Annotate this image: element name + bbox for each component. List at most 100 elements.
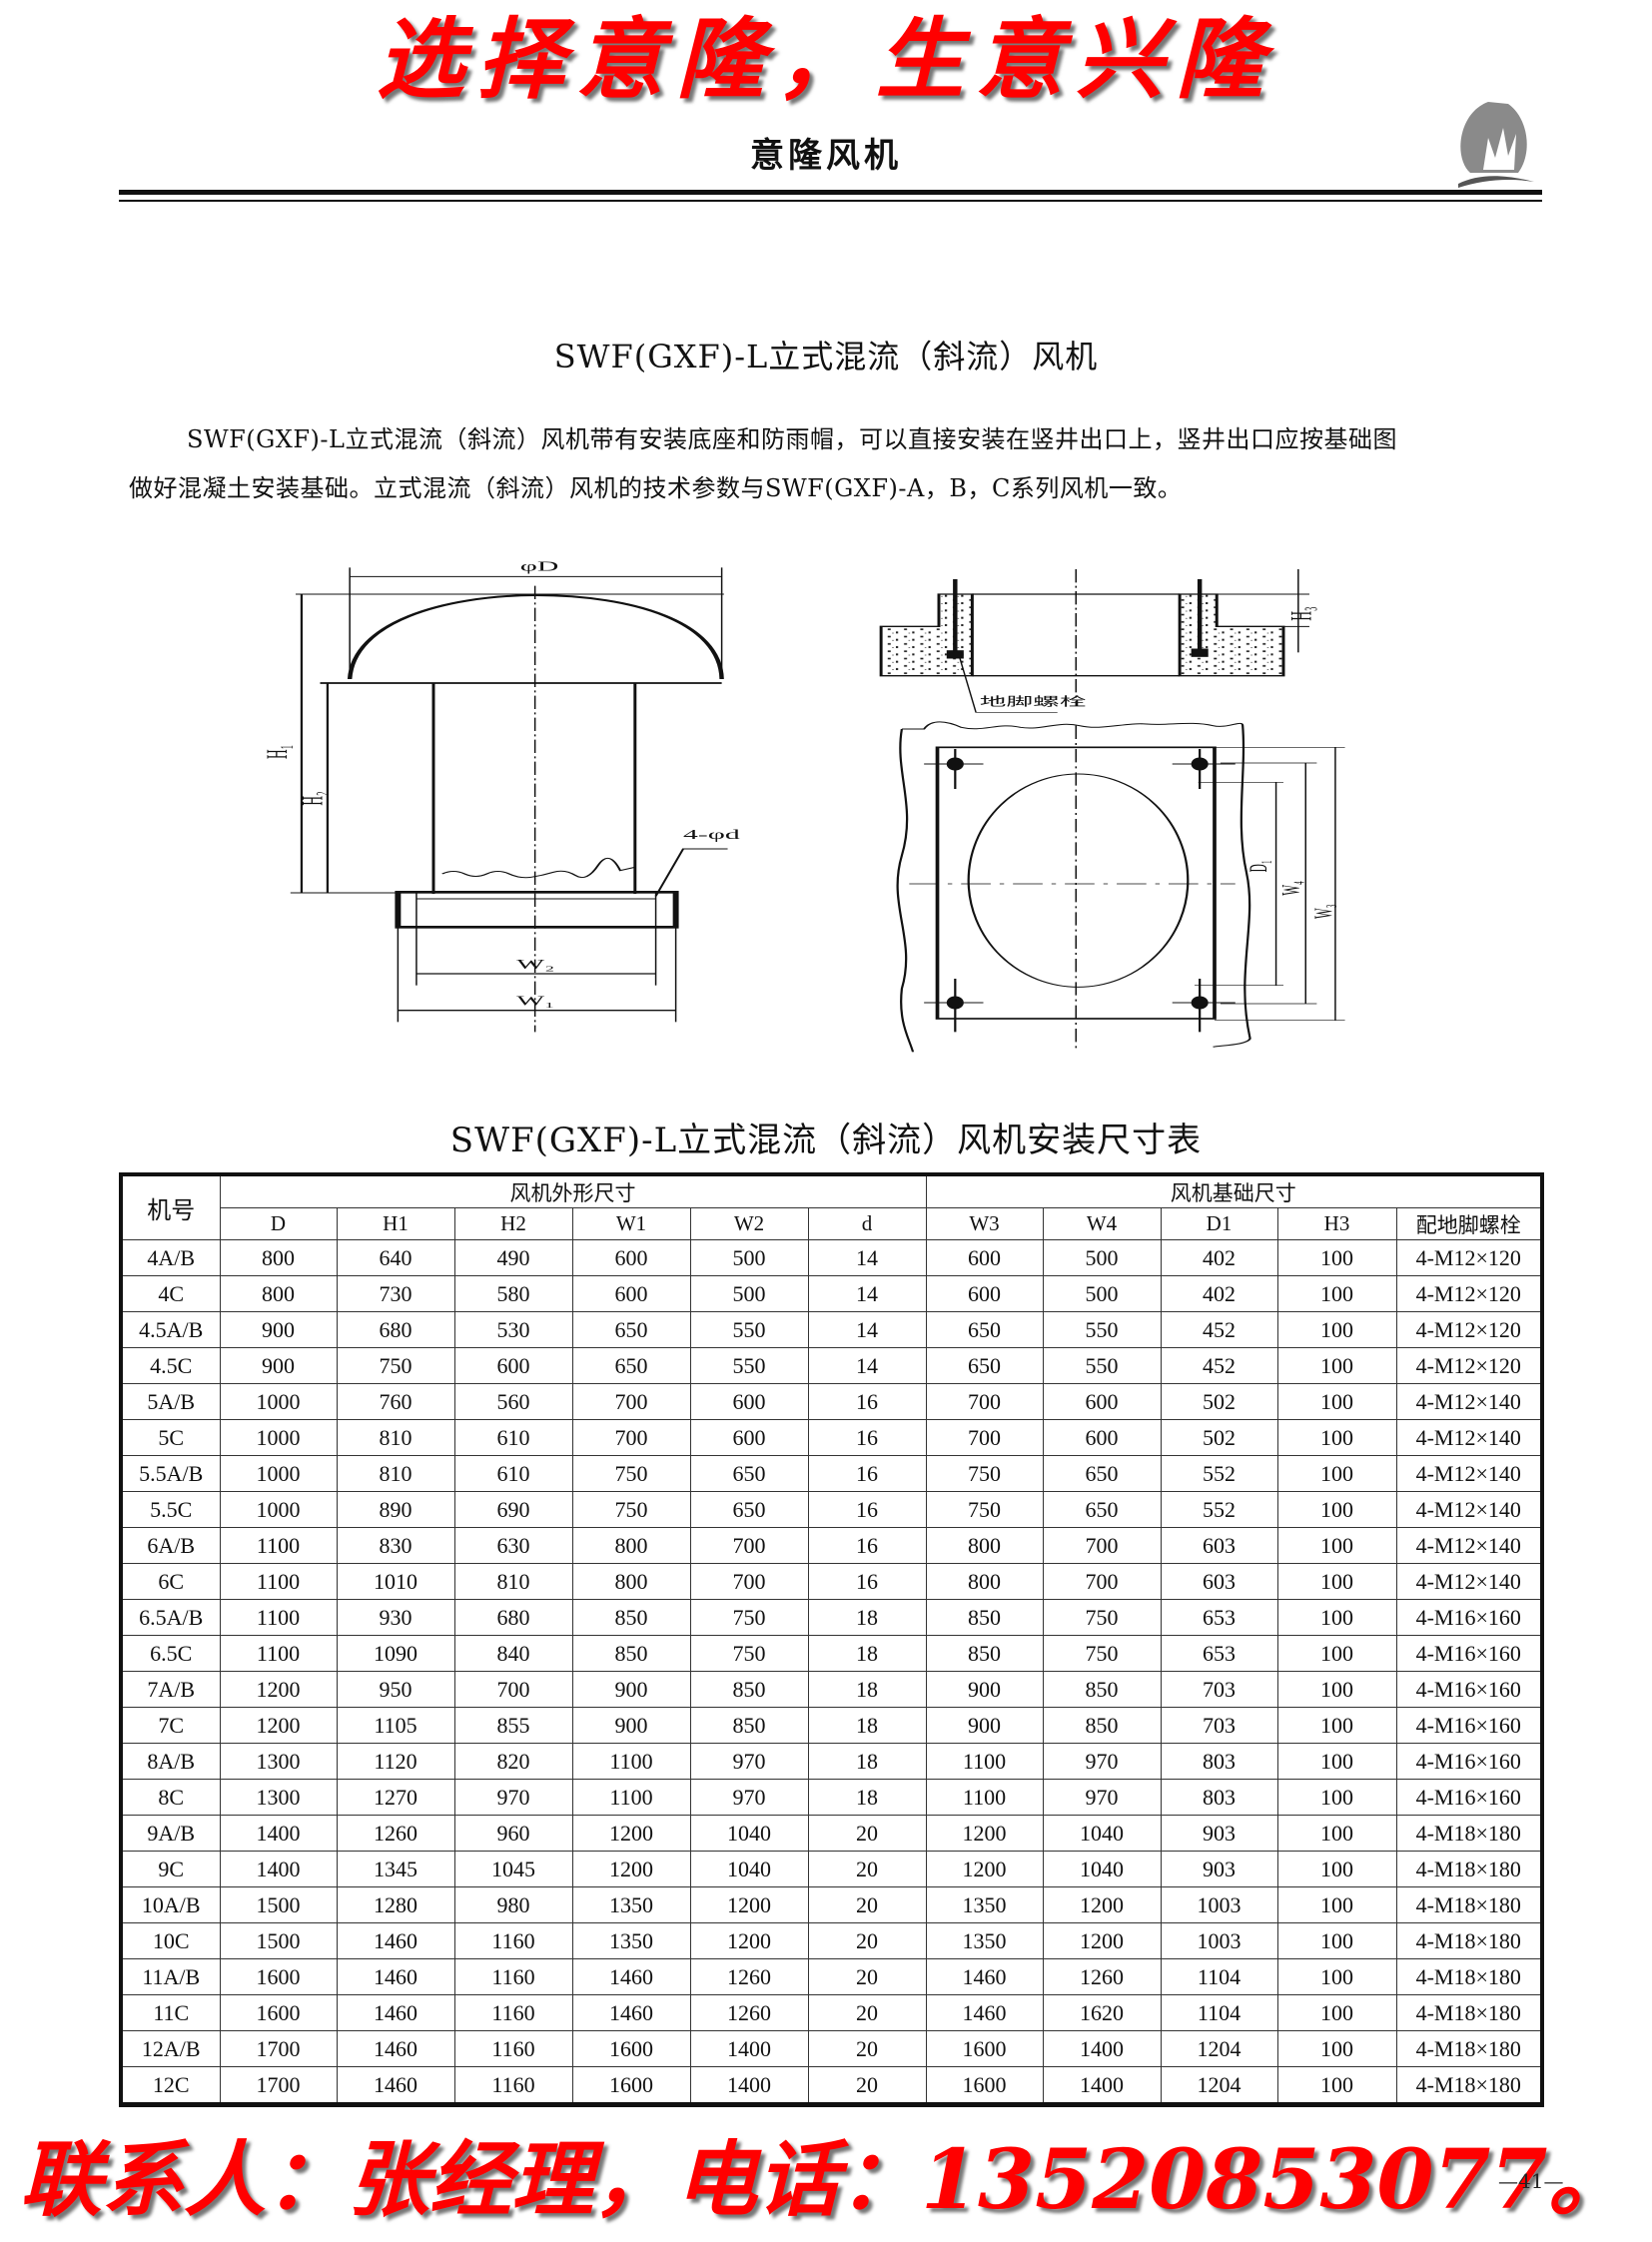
table-cell: 1040 — [689, 1815, 809, 1852]
column-header: D1 — [1160, 1207, 1278, 1240]
table-cell: 1040 — [1042, 1815, 1162, 1852]
table-cell: 1200 — [925, 1815, 1044, 1852]
table-cell: 100 — [1276, 1311, 1397, 1348]
table-cell: 4-M12×120 — [1395, 1347, 1543, 1384]
table-cell: 1120 — [336, 1743, 455, 1780]
slogan-banner: 选择意隆，生意兴隆 — [376, 7, 1275, 111]
header-rule-thick — [119, 190, 1542, 195]
column-header-model: 机号 — [120, 1173, 221, 1240]
table-cell: 1040 — [689, 1851, 809, 1887]
table-cell: 800 — [925, 1563, 1044, 1600]
brand-header: 意隆风机 — [750, 136, 902, 176]
table-cell: 900 — [219, 1347, 338, 1384]
table-cell: 750 — [925, 1455, 1044, 1492]
table-cell: 560 — [453, 1383, 573, 1420]
table-cell: 4-M18×180 — [1395, 1815, 1543, 1852]
table-cell: 100 — [1276, 1743, 1397, 1780]
table-cell: 800 — [219, 1275, 338, 1312]
table-cell: 4-M12×120 — [1395, 1239, 1543, 1276]
group-header-base-dimensions: 风机基础尺寸 — [925, 1173, 1543, 1208]
table-cell: 100 — [1276, 1994, 1397, 2031]
table-cell: 600 — [689, 1383, 809, 1420]
table-cell: 600 — [453, 1347, 573, 1384]
table-cell: 960 — [453, 1815, 573, 1852]
table-cell: 1100 — [219, 1563, 338, 1600]
table-cell: 700 — [1042, 1527, 1162, 1564]
table-cell: 100 — [1276, 1958, 1397, 1995]
table-cell: 4-M18×180 — [1395, 1922, 1543, 1959]
table-cell: 970 — [689, 1779, 809, 1816]
table-cell: 100 — [1276, 1527, 1397, 1564]
model-cell: 5.5C — [120, 1491, 221, 1528]
table-cell: 100 — [1276, 1491, 1397, 1528]
article-title: SWF(GXF)-L立式混流（斜流）风机 — [553, 338, 1099, 375]
column-header: d — [807, 1207, 927, 1240]
label-D1: D₁ — [1245, 860, 1272, 872]
table-cell: 760 — [336, 1383, 455, 1420]
table-cell: 16 — [807, 1563, 927, 1600]
table-cell: 100 — [1276, 1419, 1397, 1456]
column-header: 配地脚螺栓 — [1395, 1207, 1543, 1240]
table-cell: 100 — [1276, 2030, 1397, 2067]
table-cell: 1200 — [689, 1886, 809, 1923]
table-cell: 1280 — [336, 1886, 455, 1923]
table-cell: 1100 — [219, 1599, 338, 1636]
table-cell: 680 — [453, 1599, 573, 1636]
table-cell: 650 — [925, 1347, 1044, 1384]
column-header: W2 — [689, 1207, 809, 1240]
table-cell: 1200 — [1042, 1886, 1162, 1923]
table-cell: 1345 — [336, 1851, 455, 1887]
table-cell: 930 — [336, 1599, 455, 1636]
table-cell: 18 — [807, 1707, 927, 1744]
table-cell: 100 — [1276, 1779, 1397, 1816]
table-cell: 100 — [1276, 1707, 1397, 1744]
table-cell: 402 — [1160, 1239, 1278, 1276]
table-cell: 750 — [1042, 1635, 1162, 1672]
table-cell: 18 — [807, 1599, 927, 1636]
table-cell: 14 — [807, 1275, 927, 1312]
column-header: H3 — [1276, 1207, 1397, 1240]
table-cell: 650 — [925, 1311, 1044, 1348]
table-cell: 1160 — [453, 1994, 573, 2031]
table-cell: 18 — [807, 1671, 927, 1708]
table-cell: 1460 — [571, 1994, 691, 2031]
table-cell: 100 — [1276, 2066, 1397, 2105]
table-cell: 4-M12×140 — [1395, 1455, 1543, 1492]
model-cell: 12A/B — [120, 2030, 221, 2067]
table-cell: 803 — [1160, 1779, 1278, 1816]
table-cell: 1204 — [1160, 2066, 1278, 2105]
model-cell: 4.5A/B — [120, 1311, 221, 1348]
table-cell: 850 — [925, 1635, 1044, 1672]
table-cell: 970 — [453, 1779, 573, 1816]
table-cell: 580 — [453, 1275, 573, 1312]
table-cell: 100 — [1276, 1671, 1397, 1708]
table-cell: 1104 — [1160, 1994, 1278, 2031]
table-cell: 970 — [689, 1743, 809, 1780]
table-cell: 18 — [807, 1743, 927, 1780]
table-cell: 703 — [1160, 1707, 1278, 1744]
table-cell: 552 — [1160, 1455, 1278, 1492]
table-cell: 890 — [336, 1491, 455, 1528]
table-cell: 550 — [689, 1311, 809, 1348]
table-cell: 500 — [1042, 1275, 1162, 1312]
table-cell: 100 — [1276, 1383, 1397, 1420]
model-cell: 9C — [120, 1851, 221, 1887]
table-cell: 900 — [925, 1671, 1044, 1708]
description-line-1: SWF(GXF)-L立式混流（斜流）风机带有安装底座和防雨帽，可以直接安装在竖井… — [187, 425, 1397, 453]
table-cell: 1460 — [925, 1958, 1044, 1995]
page-number: —41— — [1498, 2169, 1564, 2193]
table-cell: 1700 — [219, 2066, 338, 2105]
table-cell: 452 — [1160, 1311, 1278, 1348]
table-cell: 600 — [925, 1239, 1044, 1276]
table-cell: 703 — [1160, 1671, 1278, 1708]
